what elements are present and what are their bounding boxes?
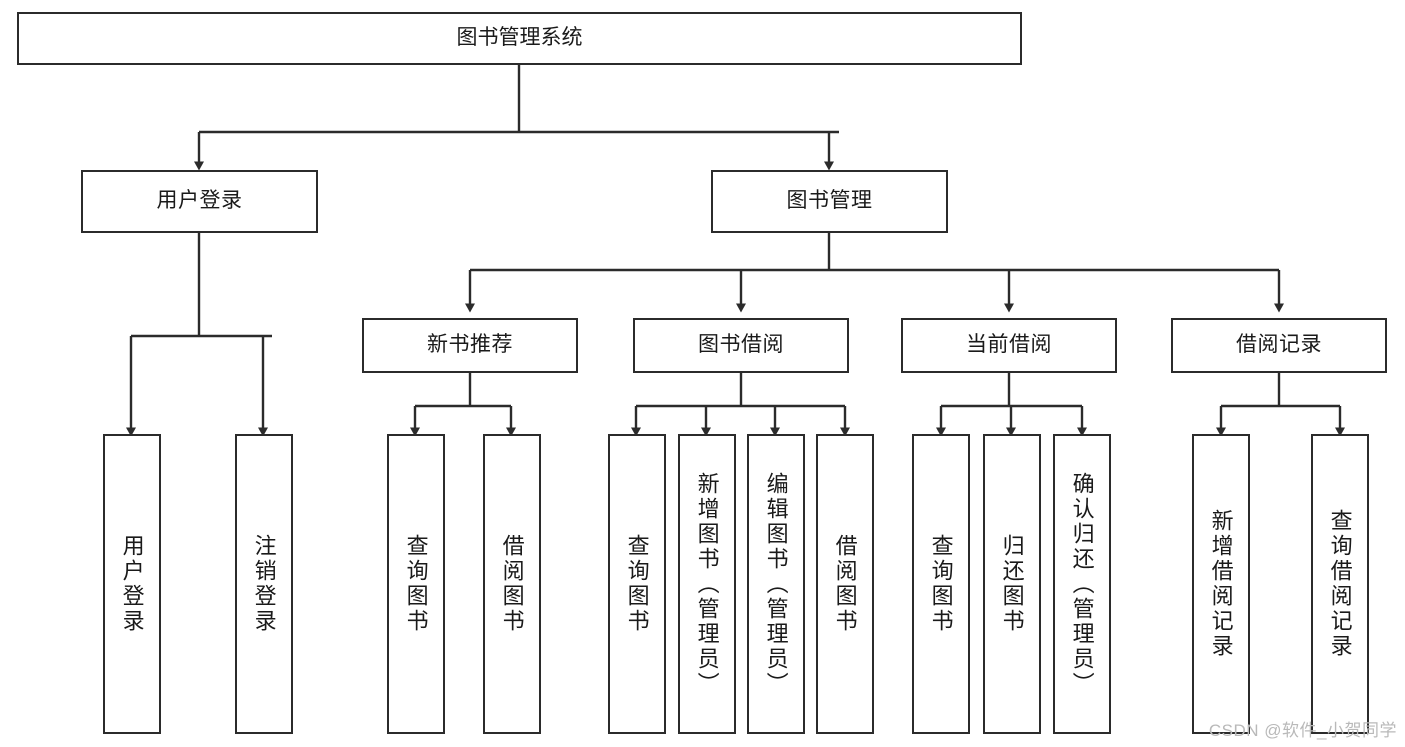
leaf-label: 编辑图书（管理员） (763, 471, 789, 697)
leaf-label: 查询图书 (403, 534, 429, 634)
leaf-current-borrow-confirm-return[interactable]: 确认归还（管理员） (1053, 434, 1111, 734)
leaf-borrow-record-add[interactable]: 新增借阅记录 (1192, 434, 1250, 734)
leaf-book-borrow-borrow[interactable]: 借阅图书 (816, 434, 874, 734)
leaf-user-login-logout[interactable]: 注销登录 (235, 434, 293, 734)
leaf-label: 注销登录 (251, 534, 277, 634)
leaf-label: 新增借阅记录 (1208, 509, 1234, 659)
leaf-label: 查询借阅记录 (1327, 509, 1353, 659)
leaf-label: 查询图书 (928, 534, 954, 634)
leaf-borrow-record-query[interactable]: 查询借阅记录 (1311, 434, 1369, 734)
node-book-management[interactable]: 图书管理 (711, 170, 948, 233)
leaf-new-book-query[interactable]: 查询图书 (387, 434, 445, 734)
leaf-book-borrow-edit[interactable]: 编辑图书（管理员） (747, 434, 805, 734)
leaf-book-borrow-query[interactable]: 查询图书 (608, 434, 666, 734)
leaf-user-login-login[interactable]: 用户登录 (103, 434, 161, 734)
leaf-label: 新增图书（管理员） (694, 471, 720, 697)
leaf-current-borrow-return[interactable]: 归还图书 (983, 434, 1041, 734)
leaf-label: 借阅图书 (832, 534, 858, 634)
leaf-label: 用户登录 (119, 534, 145, 634)
leaf-new-book-borrow[interactable]: 借阅图书 (483, 434, 541, 734)
leaf-book-borrow-add[interactable]: 新增图书（管理员） (678, 434, 736, 734)
csdn-watermark: CSDN @软件_小贺同学 (1208, 721, 1397, 740)
node-borrow-record[interactable]: 借阅记录 (1171, 318, 1387, 373)
node-current-borrow[interactable]: 当前借阅 (901, 318, 1117, 373)
leaf-label: 确认归还（管理员） (1069, 471, 1095, 697)
leaf-current-borrow-query[interactable]: 查询图书 (912, 434, 970, 734)
leaf-label: 归还图书 (999, 534, 1025, 634)
node-book-borrow[interactable]: 图书借阅 (633, 318, 849, 373)
leaf-label: 查询图书 (624, 534, 650, 634)
node-new-book-recommend[interactable]: 新书推荐 (362, 318, 578, 373)
node-user-login[interactable]: 用户登录 (81, 170, 318, 233)
node-root-system[interactable]: 图书管理系统 (17, 12, 1022, 65)
leaf-label: 借阅图书 (499, 534, 525, 634)
